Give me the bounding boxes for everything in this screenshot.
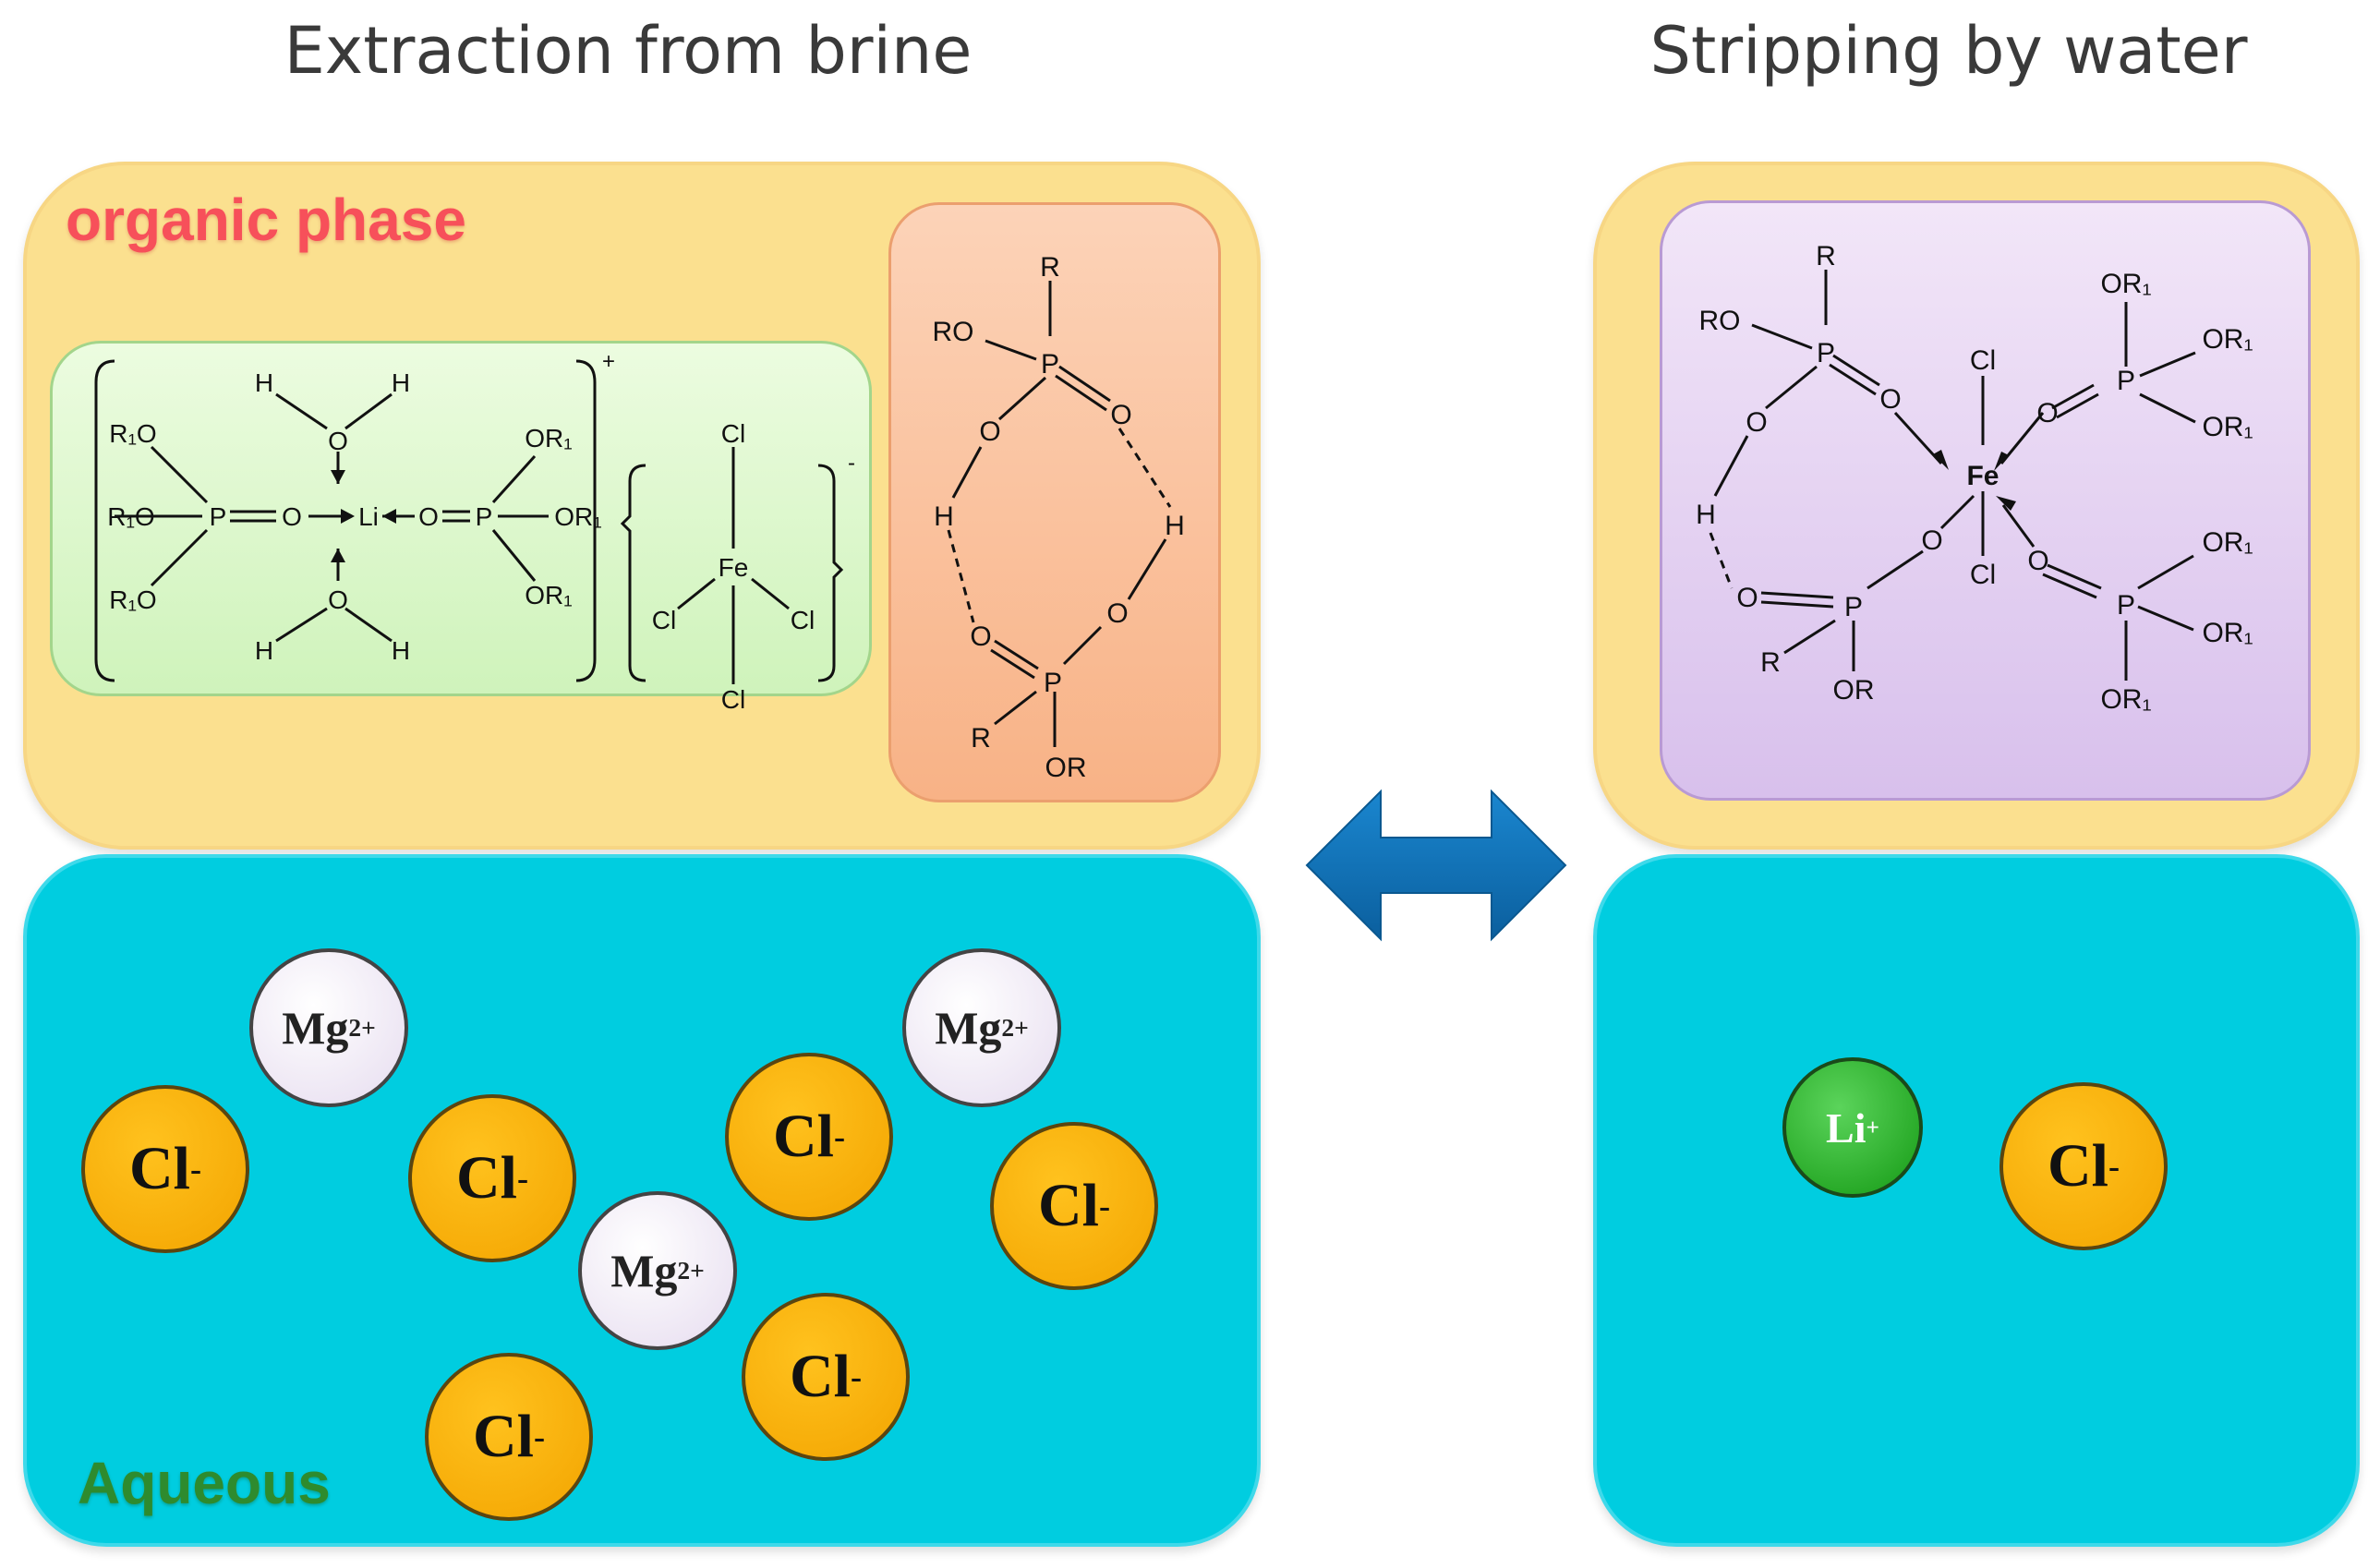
fe-complex-cl-bottom: Cl (1970, 560, 1996, 590)
hydrogen-label: H (255, 636, 273, 665)
hydrogen-label: H (392, 368, 410, 397)
fe-chlorine-left: Cl (652, 606, 676, 634)
iron-label: Fe (719, 553, 749, 582)
oxygen-label-right: O (418, 502, 439, 531)
dimer-ro-top: RO (933, 317, 974, 347)
chloride-ion: Cl- (425, 1353, 593, 1521)
chloride-ion: Cl- (742, 1293, 910, 1461)
iron-complex-box: R RO P O O H O Cl Fe Cl O O P OR₁ OR₁ OR… (1660, 200, 2311, 801)
fe-complex-p-left-bottom: P (1844, 592, 1863, 622)
oxygen-label-left: O (282, 502, 302, 531)
chloride-ion: Cl- (81, 1085, 249, 1253)
dimer-h-right: H (1165, 511, 1185, 541)
hydrogen-label: H (255, 368, 273, 397)
lithium-complex-box: R₁O R₁O R₁O P O Li H H O O H H O P OR₁ O… (50, 341, 872, 714)
dimer-p-bottom: P (1044, 668, 1062, 698)
fe-complex-h: H (1696, 500, 1716, 530)
lithium-complex-structure: R₁O R₁O R₁O P O Li H H O O H H O P OR₁ O… (94, 349, 855, 714)
dimer-o-bottom: O (1106, 598, 1128, 629)
chloride-ion: Cl- (725, 1053, 893, 1221)
fe-complex-or1: OR₁ (2100, 269, 2151, 299)
charge-plus: + (602, 349, 615, 374)
fe-complex-ro-top: RO (1699, 306, 1741, 336)
extractant-dimer-box: R RO P O O H H O O P R OR (888, 202, 1221, 802)
or1-label-mid: OR₁ (554, 502, 601, 531)
fe-complex-o-double: O (1879, 384, 1901, 415)
dimer-r-top: R (1040, 252, 1060, 283)
dimer-o-top: O (979, 416, 1000, 447)
chloride-ion: Cl- (990, 1122, 1158, 1290)
or1-label-top: OR₁ (525, 424, 572, 452)
fe-complex-r-bottom: R (1760, 647, 1781, 678)
dimer-or-bottom: OR (1045, 753, 1087, 783)
double-arrow-icon (1305, 789, 1567, 942)
fe-chlorine-right: Cl (791, 606, 815, 634)
fe-complex-or-bottom: OR (1833, 675, 1875, 706)
fe-complex-or1: OR₁ (2100, 684, 2151, 715)
dimer-o-double-bottom: O (970, 621, 991, 652)
fe-complex-or1: OR₁ (2202, 412, 2253, 442)
r1o-label-mid: R₁O (107, 502, 154, 531)
chloride-ion: Cl- (408, 1094, 576, 1262)
iron-complex-structure: R RO P O O H O Cl Fe Cl O O P OR₁ OR₁ OR… (1696, 241, 2253, 715)
water-oxygen-bottom: O (328, 585, 348, 614)
fe-complex-or1: OR₁ (2202, 527, 2253, 558)
lithium-ion: Li+ (1782, 1057, 1923, 1198)
charge-minus: - (848, 451, 855, 476)
chloride-ion: Cl- (1999, 1082, 2168, 1250)
fe-complex-cl-top: Cl (1970, 345, 1996, 376)
phosphorus-label-right: P (476, 502, 493, 531)
fe-complex-p-right-bottom: P (2117, 590, 2135, 621)
dimer-o-double-top: O (1110, 400, 1131, 430)
r1o-label-top: R₁O (109, 419, 156, 448)
fe-complex-o-bottom: O (1921, 525, 1942, 556)
water-oxygen-top: O (328, 427, 348, 455)
fe-complex-p-left-top: P (1817, 338, 1835, 368)
fe-complex-iron: Fe (1966, 461, 1999, 491)
fe-complex-or1: OR₁ (2202, 324, 2253, 355)
organic-phase-label: organic phase (66, 187, 466, 253)
title-stripping: Stripping by water (1649, 13, 2248, 89)
fe-complex-or1: OR₁ (2202, 618, 2253, 648)
title-extraction: Extraction from brine (284, 13, 973, 89)
fe-chlorine-top: Cl (721, 419, 745, 448)
phosphorus-label-left: P (210, 502, 227, 531)
fe-complex-o-hydroxyl: O (1746, 407, 1767, 438)
fe-complex-o-right-bottom: O (2027, 546, 2048, 576)
fe-chlorine-bottom: Cl (721, 685, 745, 714)
extractant-dimer-structure: R RO P O O H H O O P R OR (933, 252, 1185, 783)
fe-complex-o-double-bottom: O (1736, 583, 1758, 613)
lithium-label: Li (358, 502, 379, 531)
fe-complex-r-top: R (1816, 241, 1836, 271)
or1-label-bottom: OR₁ (525, 581, 572, 609)
fe-complex-p-right-top: P (2117, 366, 2135, 396)
aqueous-phase-stripping (1593, 854, 2360, 1547)
dimer-r-bottom: R (971, 723, 991, 754)
aqueous-phase-label: Aqueous (78, 1450, 331, 1516)
dimer-p-top: P (1041, 349, 1059, 380)
organic-phase-extraction: organic phase (23, 162, 1261, 850)
dimer-h-left: H (934, 501, 954, 532)
hydrogen-label: H (392, 636, 410, 665)
fe-complex-o-right-top: O (2036, 398, 2058, 428)
r1o-label-bottom: R₁O (109, 585, 156, 614)
organic-phase-stripping: R RO P O O H O Cl Fe Cl O O P OR₁ OR₁ OR… (1593, 162, 2360, 850)
